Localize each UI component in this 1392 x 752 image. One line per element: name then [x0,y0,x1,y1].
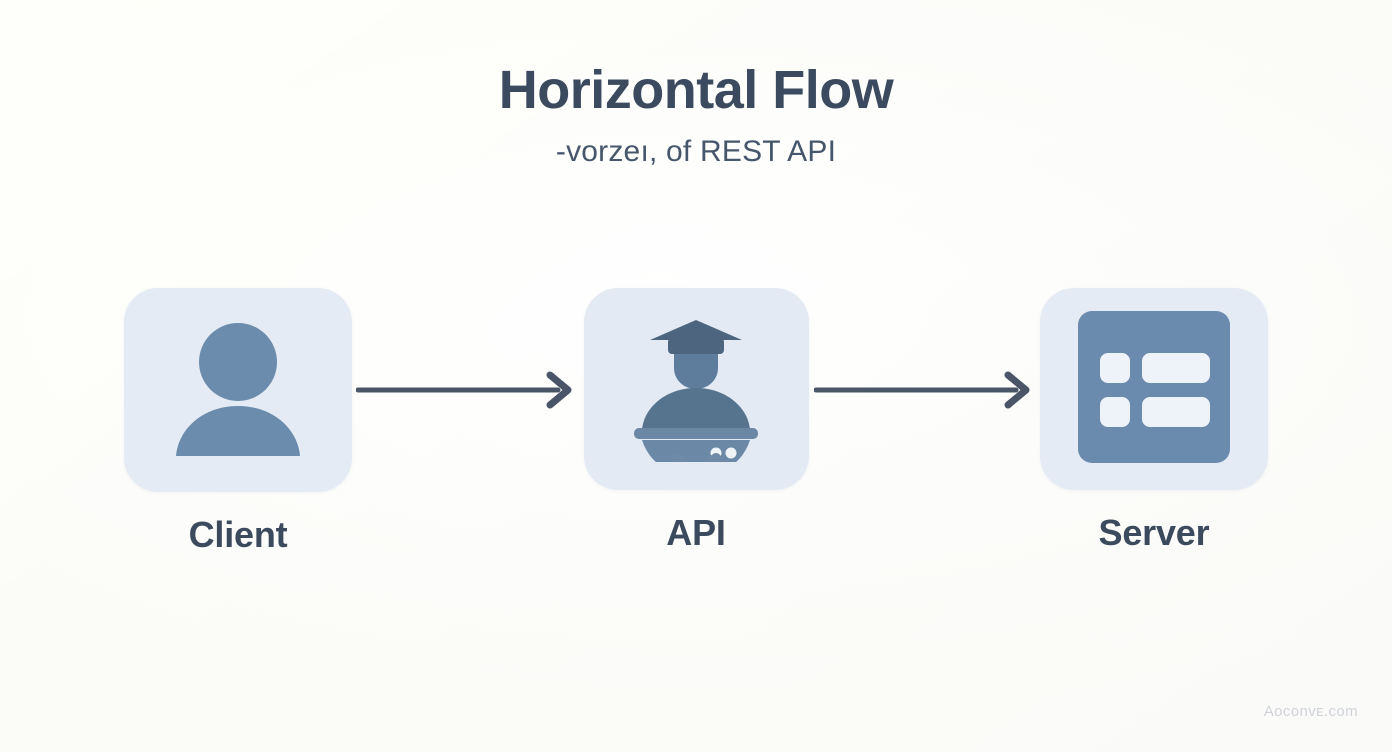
page-subtitle: -vorzeı, of REST API [555,134,837,168]
flow-node-client[interactable]: Client [124,288,352,556]
api-label: API [666,512,726,553]
user-icon [174,318,302,463]
flow-node-server[interactable]: Server [1040,288,1268,554]
page-title: Horizontal Flow [498,60,894,120]
api-card[interactable] [583,288,809,493]
watermark: Aoconvᴇ.com [1263,703,1358,720]
arrow-right-icon [356,370,578,410]
server-rack-icon [1078,310,1230,468]
flow-node-api[interactable]: API [582,288,810,554]
flow-diagram: Client [0,288,1392,556]
connector-client-to-api [352,288,582,492]
arrow-right-icon [814,370,1036,410]
header: Horizontal Flow -vorzeı, of REST API [0,62,1392,168]
client-label: Client [188,514,288,555]
chef-dome-icon [630,312,762,493]
client-card[interactable] [124,288,352,492]
server-label: Server [1098,512,1210,553]
server-card[interactable] [1040,288,1268,490]
connector-api-to-server [810,288,1040,492]
